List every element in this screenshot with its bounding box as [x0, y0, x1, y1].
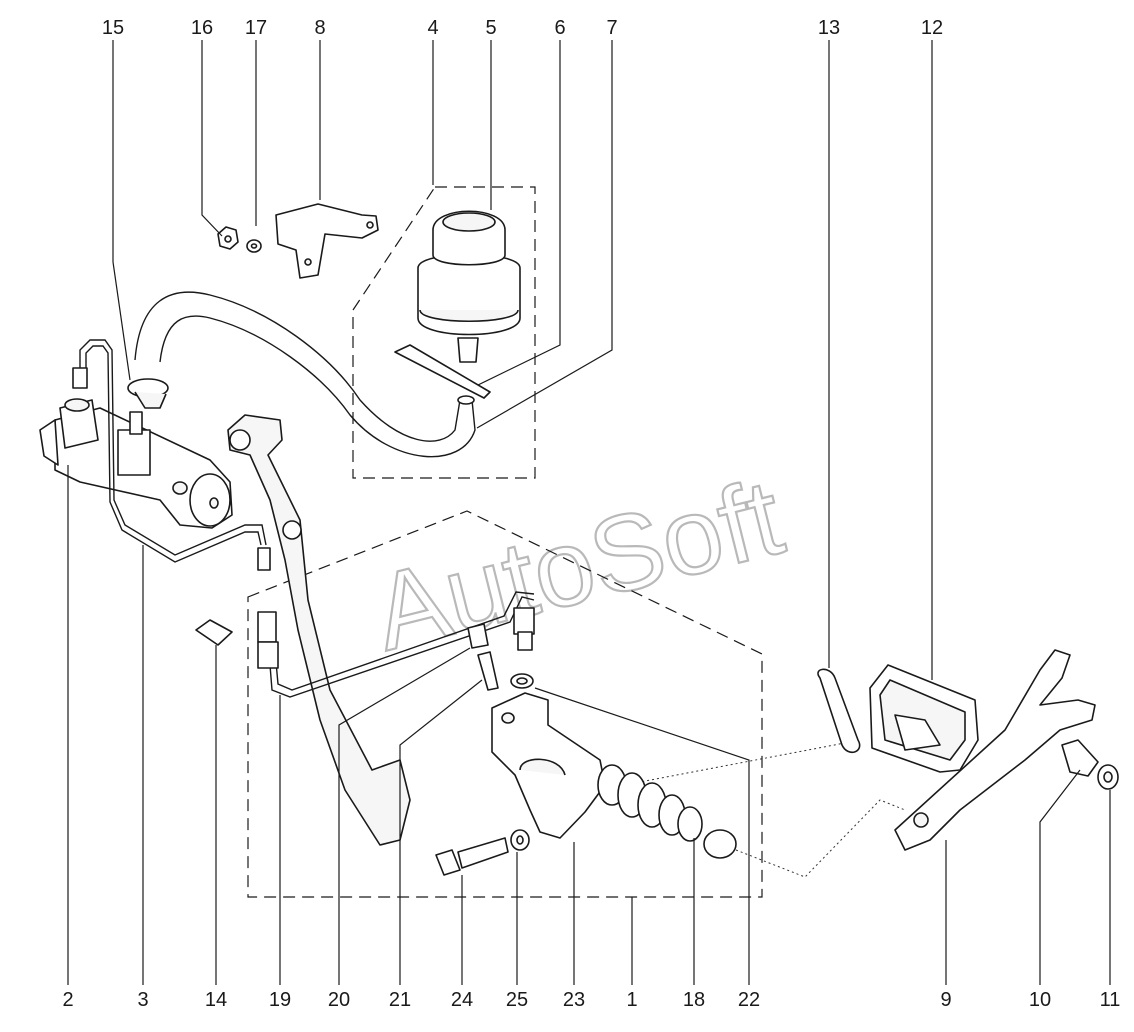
cap-part-20 — [467, 623, 489, 649]
watermark: AutoSoft — [362, 456, 793, 674]
slave-cylinder-part-23 — [491, 692, 606, 839]
tie-strap-part-6 — [394, 344, 491, 399]
callout-10: 10 — [1029, 989, 1051, 1011]
bolt-part-24 — [435, 837, 509, 876]
callout-4: 4 — [427, 17, 438, 39]
slave-cylinder-assembly-outline — [247, 510, 763, 898]
callout-8: 8 — [314, 17, 325, 39]
pipe-part-19 — [257, 591, 535, 698]
callout-17: 17 — [245, 17, 267, 39]
master-cylinder-part-2 — [39, 398, 233, 529]
callout-15: 15 — [102, 17, 124, 39]
callout-3: 3 — [137, 989, 148, 1011]
washer-part-17 — [246, 239, 262, 253]
bracket-part-8 — [275, 203, 379, 279]
supply-hose-part-7 — [134, 291, 476, 458]
washer-part-25 — [510, 829, 530, 851]
callout-19: 19 — [269, 989, 291, 1011]
callout-6: 6 — [554, 17, 565, 39]
spring-part-13 — [817, 668, 861, 754]
seal-part-22 — [510, 673, 534, 689]
callout-12: 12 — [921, 17, 943, 39]
callout-16: 16 — [191, 17, 213, 39]
callout-5: 5 — [485, 17, 496, 39]
pipe-part-3 — [72, 339, 271, 571]
bleed-screw-part-21 — [477, 651, 499, 691]
clutch-pedal — [227, 414, 411, 846]
hose-clip-part-15 — [127, 378, 169, 409]
boot-part-12 — [869, 664, 979, 773]
callout-24: 24 — [451, 989, 473, 1011]
washer-part-11 — [1097, 764, 1119, 790]
pushrod-boot-part-18 — [597, 764, 737, 859]
callout-13: 13 — [818, 17, 840, 39]
callout-21: 21 — [389, 989, 411, 1011]
callout-25: 25 — [506, 989, 528, 1011]
callout-11: 11 — [1100, 989, 1121, 1011]
pivot-pin-part-10 — [1061, 739, 1099, 777]
callout-9: 9 — [940, 989, 951, 1011]
callout-23: 23 — [563, 989, 585, 1011]
reservoir-part-5 — [417, 210, 521, 363]
callout-18: 18 — [683, 989, 705, 1011]
callout-14: 14 — [205, 989, 227, 1011]
callout-20: 20 — [328, 989, 350, 1011]
callout-2: 2 — [62, 989, 73, 1011]
callout-22: 22 — [738, 989, 760, 1011]
relation-line-pushrod — [735, 799, 906, 878]
release-fork-part-9 — [894, 649, 1096, 851]
reservoir-assembly-outline — [352, 186, 536, 479]
nut-part-16 — [217, 226, 239, 250]
callout-1: 1 — [626, 989, 637, 1011]
leader-lines — [67, 40, 1111, 985]
callout-7: 7 — [606, 17, 617, 39]
clip-part-14 — [195, 619, 233, 646]
callout-labels: 15 16 17 8 4 5 6 7 13 12 2 3 14 19 20 21… — [62, 17, 1120, 1011]
